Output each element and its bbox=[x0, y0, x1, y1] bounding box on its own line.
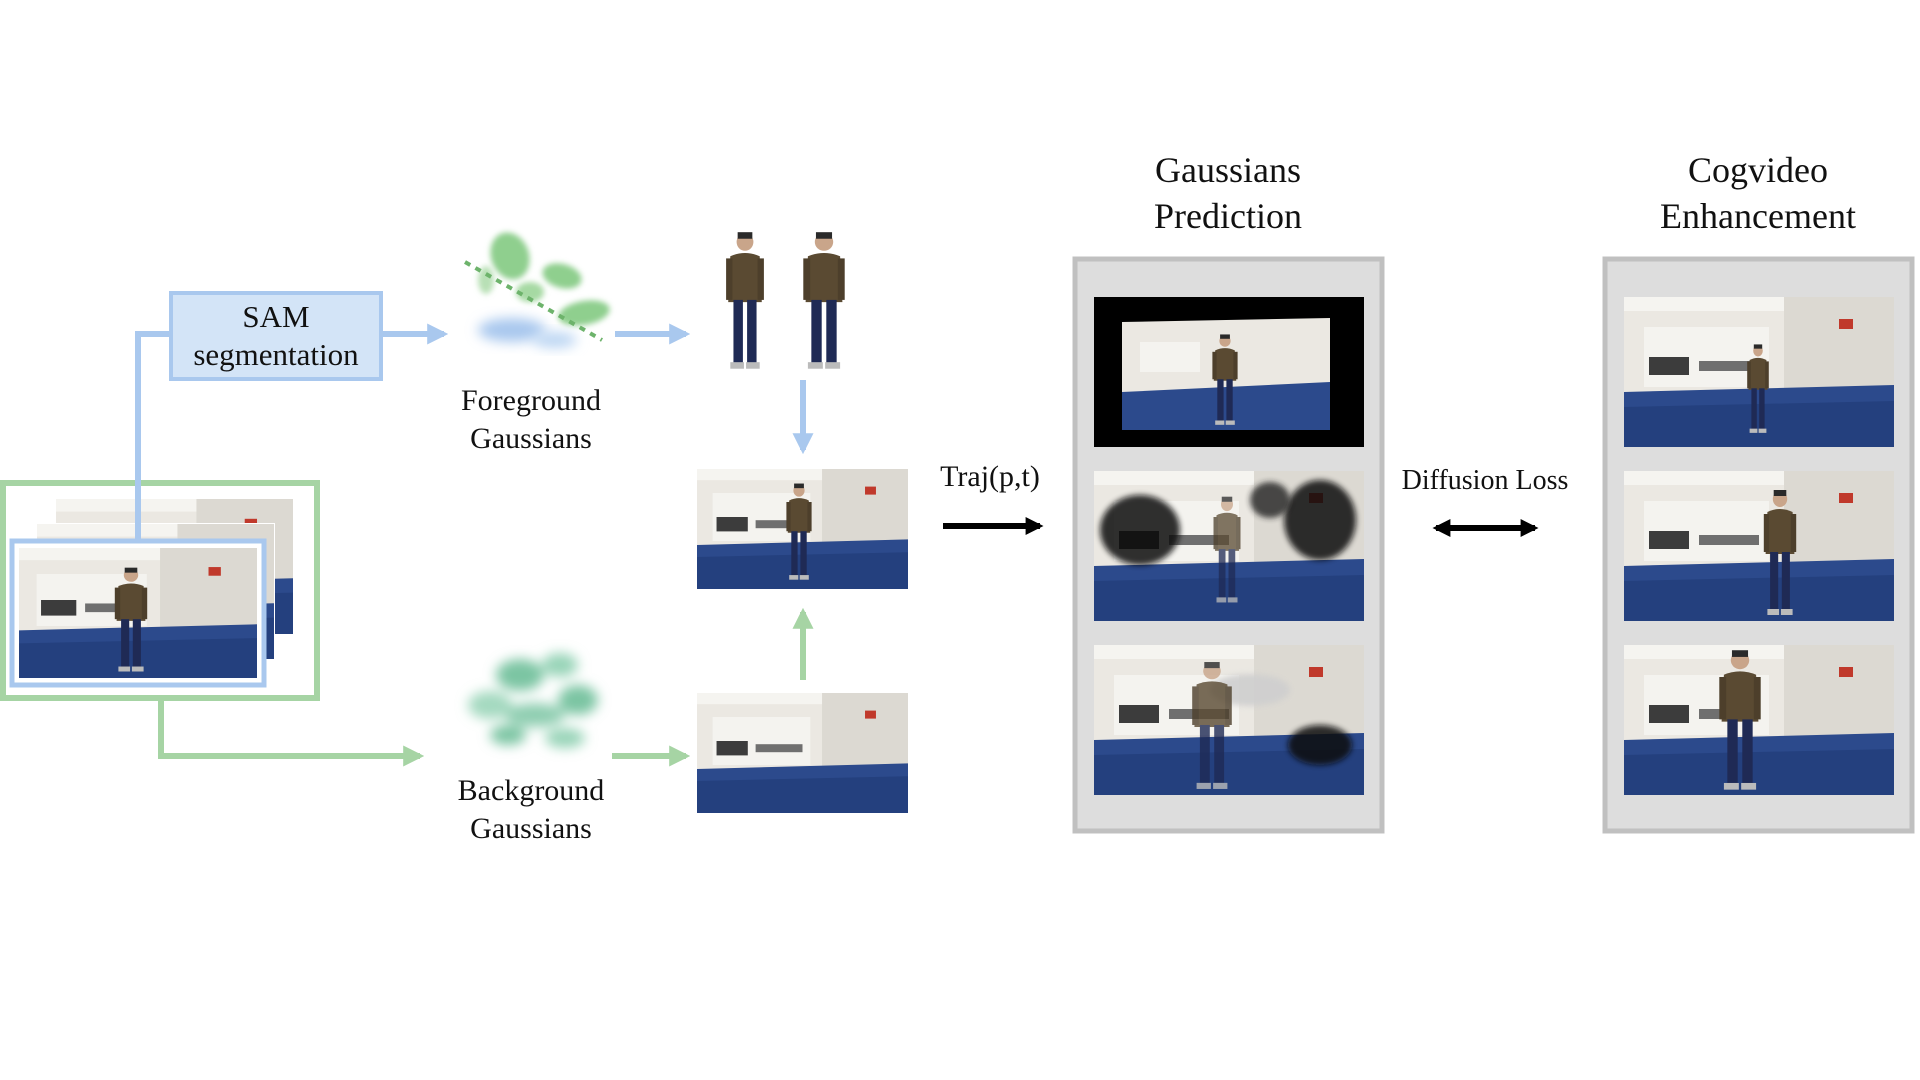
foreground-gaussians-icon bbox=[464, 232, 610, 348]
enhancement-frame-2 bbox=[1624, 471, 1894, 621]
background-frame bbox=[697, 693, 908, 813]
sam-label-line1: SAM bbox=[242, 299, 310, 335]
enhancement-frame-1 bbox=[1624, 297, 1894, 447]
background-label-line1: Background bbox=[457, 774, 605, 807]
enhancement-frame-3 bbox=[1624, 645, 1894, 795]
enhancement-title-line2: Enhancement bbox=[1660, 196, 1856, 237]
sam-segmentation-box: SAM segmentation bbox=[169, 291, 383, 381]
background-gaussians-label: Background Gaussians bbox=[431, 772, 631, 849]
traj-label: Traj(p,t) bbox=[940, 460, 1040, 493]
prediction-frame-3 bbox=[1094, 645, 1364, 795]
cogvideo-enhancement-title: Cogvideo Enhancement bbox=[1608, 147, 1908, 239]
foreground-label-line2: Gaussians bbox=[470, 422, 592, 456]
sam-label-line2: segmentation bbox=[193, 337, 359, 372]
enhancement-title-line1: Cogvideo bbox=[1688, 150, 1828, 190]
background-gaussians-icon bbox=[468, 653, 598, 748]
green-connector-to-background bbox=[158, 698, 425, 767]
diffusion-loss-label: Diffusion Loss bbox=[1401, 465, 1569, 496]
input-frame-stack bbox=[0, 480, 320, 701]
segmented-person-right bbox=[803, 232, 845, 369]
prediction-frame-2 bbox=[1094, 471, 1364, 621]
blue-connector-to-sam bbox=[135, 331, 169, 541]
foreground-label-line1: Foreground bbox=[461, 384, 601, 417]
gaussians-prediction-title: Gaussians Prediction bbox=[1078, 147, 1378, 239]
prediction-title-line1: Gaussians bbox=[1155, 150, 1301, 190]
segmented-person-left bbox=[726, 232, 764, 369]
background-label-line2: Gaussians bbox=[470, 812, 592, 846]
foreground-gaussians-label: Foreground Gaussians bbox=[431, 382, 631, 459]
prediction-frame-1 bbox=[1094, 297, 1364, 447]
prediction-title-line2: Prediction bbox=[1154, 196, 1302, 237]
